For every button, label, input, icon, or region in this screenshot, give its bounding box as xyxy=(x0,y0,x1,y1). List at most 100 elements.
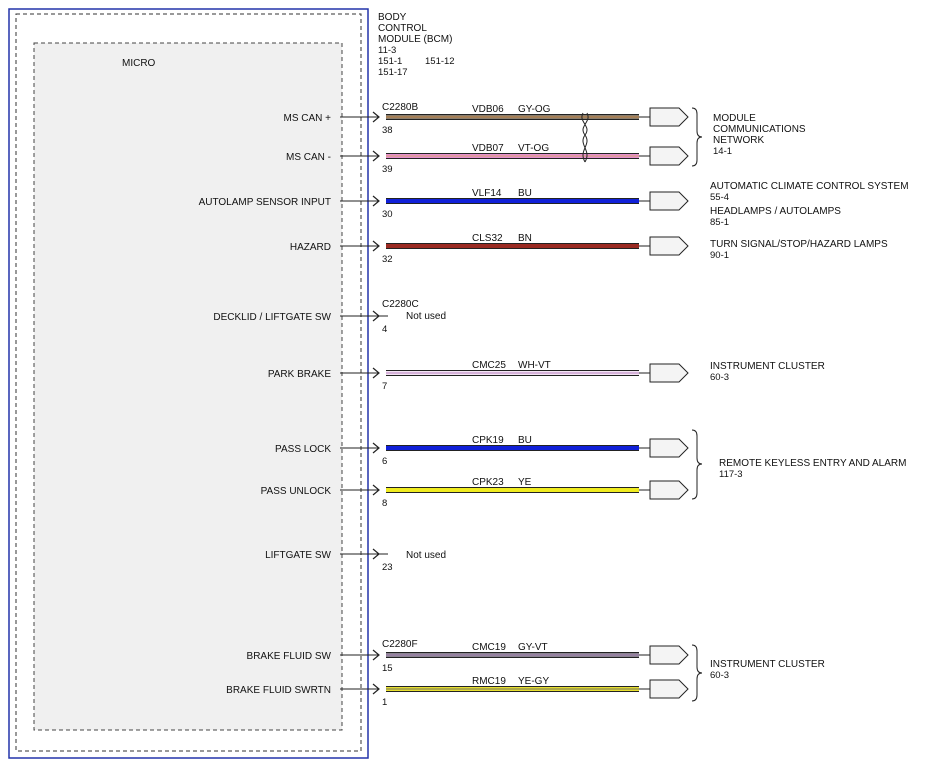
connector-chevron xyxy=(372,484,380,496)
module-ref-extra: 151-12 xyxy=(425,56,455,67)
connector-chevron xyxy=(372,649,380,661)
destination-connector xyxy=(649,363,689,383)
pin-row: PARK BRAKE 7 CMC25 WH-VT xyxy=(268,360,689,392)
pin-row: HAZARD 32 CLS32 BN xyxy=(290,233,689,265)
destination-ref: 117-3 xyxy=(719,469,743,480)
pin-row: PASS LOCK 6 CPK19 BU xyxy=(275,435,689,467)
brace xyxy=(691,644,703,702)
wire-color-code: BN xyxy=(518,233,532,244)
module-title-line: MODULE (BCM) xyxy=(378,34,452,45)
connector-chevron xyxy=(372,367,380,379)
destination-connector xyxy=(649,107,689,127)
destination-ref: 90-1 xyxy=(710,250,729,261)
wire-color-code: YE-GY xyxy=(518,676,549,687)
pin-number: 30 xyxy=(382,209,393,220)
micro-label: MICRO xyxy=(122,58,156,69)
connector-c2280f: C2280F xyxy=(382,639,418,650)
bcm-module-dashed-border xyxy=(15,13,362,752)
circuit-id: VLF14 xyxy=(472,188,502,199)
pin-label: BRAKE FLUID SW xyxy=(247,651,332,662)
pin-number: 39 xyxy=(382,164,393,175)
not-used-note: Not used xyxy=(406,311,446,322)
connector-chevron xyxy=(372,683,380,695)
destination-connector xyxy=(649,645,689,665)
not-used-note: Not used xyxy=(406,550,446,561)
wire-color-code: BU xyxy=(518,435,532,446)
destination-text: NETWORK xyxy=(713,135,764,146)
pin-label: PASS UNLOCK xyxy=(261,486,332,497)
connector-c2280b: C2280B xyxy=(382,102,418,113)
destination-connector xyxy=(649,480,689,500)
wire-color-code: BU xyxy=(518,188,532,199)
micro-block xyxy=(33,42,343,731)
pin-number: 8 xyxy=(382,498,387,509)
pin-row: DECKLID / LIFTGATE SW 4 xyxy=(213,310,388,335)
pin-number: 7 xyxy=(382,381,387,392)
circuit-id: CLS32 xyxy=(472,233,503,244)
destination-ref: 14-1 xyxy=(713,146,732,157)
pin-label: HAZARD xyxy=(290,242,331,253)
connector-chevron xyxy=(372,111,380,123)
connector-c2280c: C2280C xyxy=(382,299,419,310)
pin-row: AUTOLAMP SENSOR INPUT 30 VLF14 BU xyxy=(199,188,689,220)
pin-number: 4 xyxy=(382,324,387,335)
destination-ref: 60-3 xyxy=(710,670,729,681)
circuit-id: VDB06 xyxy=(472,104,504,115)
pin-label: MS CAN + xyxy=(283,113,331,124)
module-title-line: CONTROL xyxy=(378,23,427,34)
pin-label: DECKLID / LIFTGATE SW xyxy=(213,312,331,323)
destination-text: COMMUNICATIONS xyxy=(713,124,806,135)
module-ref: 11-3 xyxy=(378,45,396,56)
destination-braces xyxy=(691,107,703,702)
circuit-id: CMC25 xyxy=(472,360,506,371)
circuit-id: VDB07 xyxy=(472,143,504,154)
pin-label: LIFTGATE SW xyxy=(265,550,331,561)
pin-label: PARK BRAKE xyxy=(268,369,331,380)
circuit-id: RMC19 xyxy=(472,676,506,687)
destination-ref: 85-1 xyxy=(710,217,729,228)
wire-color-code: YE xyxy=(518,477,532,488)
destination-text: TURN SIGNAL/STOP/HAZARD LAMPS xyxy=(710,239,888,250)
destination-connector xyxy=(649,236,689,256)
destination-text: HEADLAMPS / AUTOLAMPS xyxy=(710,206,841,217)
pin-number: 6 xyxy=(382,456,387,467)
brace xyxy=(691,429,703,500)
wire-color-code: GY-OG xyxy=(518,104,551,115)
module-title: BODY CONTROL MODULE (BCM) 11-3 151-1 151… xyxy=(378,12,455,78)
circuit-id: CPK19 xyxy=(472,435,504,446)
pin-number: 15 xyxy=(382,663,393,674)
destination-labels: MODULE COMMUNICATIONS NETWORK 14-1 AUTOM… xyxy=(710,113,909,681)
pin-label: BRAKE FLUID SWRTN xyxy=(226,685,331,696)
pin-number: 23 xyxy=(382,562,393,573)
destination-ref: 55-4 xyxy=(710,192,729,203)
circuit-id: CPK23 xyxy=(472,477,504,488)
connector-chevron xyxy=(372,240,380,252)
destination-text: REMOTE KEYLESS ENTRY AND ALARM xyxy=(719,458,906,469)
destination-text: MODULE xyxy=(713,113,756,124)
destination-connector xyxy=(649,191,689,211)
pin-number: 1 xyxy=(382,697,387,708)
destination-text: INSTRUMENT CLUSTER xyxy=(710,659,825,670)
destination-connector xyxy=(649,146,689,166)
pin-row: PASS UNLOCK 8 CPK23 YE xyxy=(261,477,689,509)
pin-label: AUTOLAMP SENSOR INPUT xyxy=(199,197,331,208)
pin-label: MS CAN - xyxy=(286,152,331,163)
pin-number: 32 xyxy=(382,254,393,265)
destination-ref: 60-3 xyxy=(710,372,729,383)
pin-label: PASS LOCK xyxy=(275,444,331,455)
destination-connector xyxy=(649,438,689,458)
module-ref: 151-17 xyxy=(378,67,408,78)
wire-color-code: WH-VT xyxy=(518,360,551,371)
pin-row: LIFTGATE SW 23 xyxy=(265,548,393,573)
destination-connector xyxy=(649,679,689,699)
destination-text: AUTOMATIC CLIMATE CONTROL SYSTEM xyxy=(710,181,909,192)
pin-row: BRAKE FLUID SWRTN 1 RMC19 YE-GY xyxy=(226,676,689,708)
wire-color-code: GY-VT xyxy=(518,642,548,653)
connector-chevron xyxy=(372,150,380,162)
twisted-pair-symbol xyxy=(581,112,589,163)
